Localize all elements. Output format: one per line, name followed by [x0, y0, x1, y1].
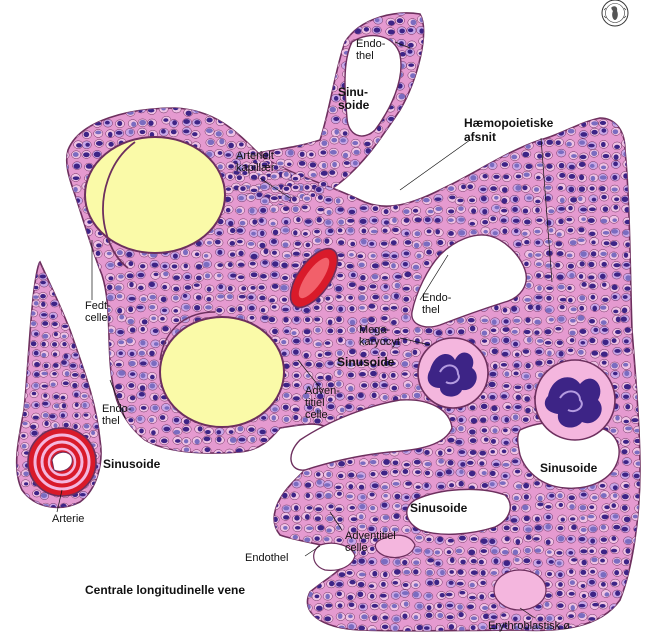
label-fedtcelle: Fedt-celle — [85, 300, 111, 324]
label-sinusoide-mid: Sinusoide — [337, 356, 394, 368]
label-megakaryocyt: Mega-karyocyt — [359, 324, 400, 348]
label-erythroblastisk-o: Erythroblastisk ø — [488, 620, 570, 632]
artery-cross-section — [28, 428, 96, 496]
label-sinusoide-top: Sinu-soide — [338, 86, 369, 112]
fat-cell-lower — [160, 317, 284, 427]
label-endothel-left: Endo-thel — [102, 403, 131, 427]
label-arterie: Arterie — [52, 513, 84, 525]
label-endothel-top: Endo-thel — [356, 38, 385, 62]
label-endothel-bottom: Endothel — [245, 552, 288, 564]
university-seal-logo — [602, 0, 628, 26]
megakaryocyte-right — [535, 360, 615, 440]
label-sinusoide-right: Sinusoide — [540, 462, 597, 474]
label-endothel-mid: Endo-thel — [422, 292, 451, 316]
megakaryocyte-center — [418, 338, 488, 408]
erythroblastic-island — [494, 570, 546, 610]
label-centrale-longitudinelle-vene: Centrale longitudinelle vene — [85, 584, 245, 596]
label-sinusoide-left: Sinusoide — [103, 458, 160, 470]
fat-cell-upper — [85, 137, 225, 253]
label-sinusoide-bottom: Sinusoide — [410, 502, 467, 514]
